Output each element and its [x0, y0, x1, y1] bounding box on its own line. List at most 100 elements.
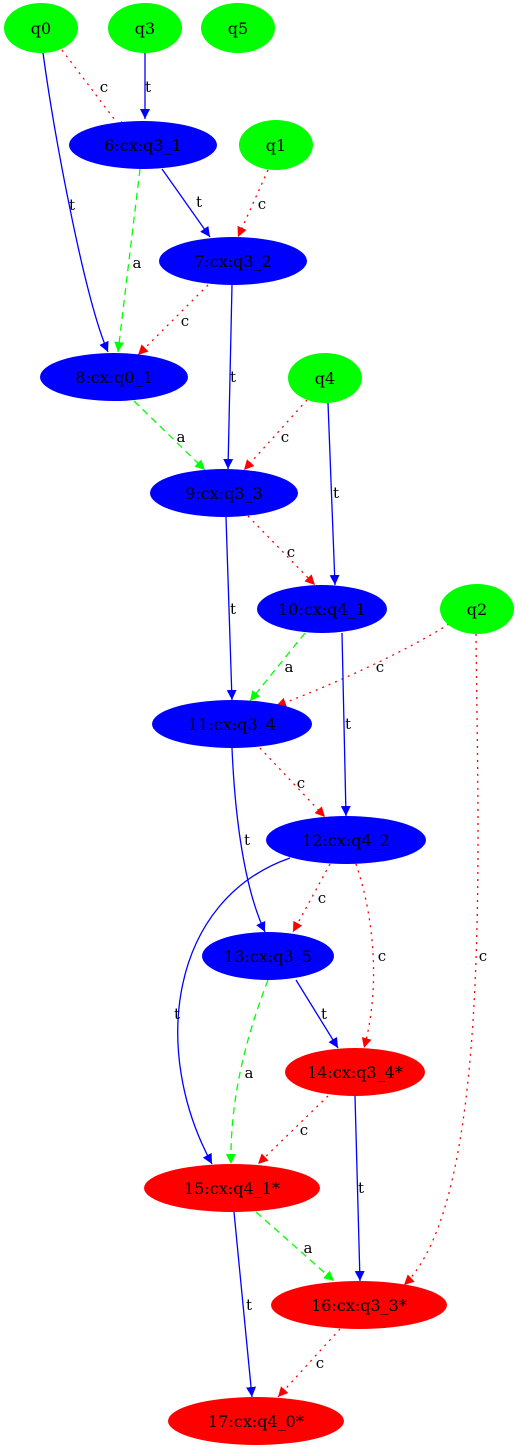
node-n16: 16:cx:q3_3*	[271, 1281, 447, 1329]
node-label: q0	[31, 19, 51, 38]
edge-line	[292, 863, 331, 933]
edge-label: t	[244, 831, 250, 849]
edge-label: t	[69, 196, 75, 214]
edge-label: c	[297, 774, 305, 792]
edge-label: t	[333, 484, 339, 502]
edge-label: c	[376, 658, 384, 676]
node-n9: 9:cx:q3_3	[150, 469, 298, 517]
edge-n9-n10: c	[247, 515, 316, 586]
node-label: q4	[315, 369, 335, 388]
node-n12: 12:cx:q4_2	[266, 816, 426, 864]
edge-line	[354, 1095, 365, 1282]
edge-n6-n7: t	[161, 168, 211, 238]
node-ellipse	[108, 3, 182, 53]
node-ellipse	[257, 585, 387, 633]
nodes-layer: q0 q3 q5 q1 q4 q2 6:cx:q3_1 7:cx:q3_2 8:cx:q0_1 9…	[4, 3, 514, 1445]
edge-label: t	[345, 715, 351, 733]
edge-line	[355, 863, 375, 1049]
edge-n11-n12: c	[259, 747, 326, 818]
node-ellipse	[288, 353, 362, 403]
edge-label: c	[287, 543, 295, 561]
node-q3: q3	[108, 3, 182, 53]
node-n14: 14:cx:q3_4*	[285, 1048, 425, 1096]
edge-line	[61, 49, 125, 133]
node-label: q5	[228, 19, 248, 38]
node-ellipse	[440, 584, 514, 634]
edge-n16-n17: c	[277, 1328, 341, 1398]
node-ellipse	[159, 237, 307, 285]
node-n8: 8:cx:q0_1	[40, 353, 188, 401]
node-ellipse	[271, 1281, 447, 1329]
edge-q2-n16: c	[403, 633, 487, 1286]
edge-label: c	[378, 947, 386, 965]
edge-n10-n12: t	[340, 632, 351, 817]
edge-q0-n8: t	[42, 52, 109, 353]
node-label: 9:cx:q3_3	[185, 484, 263, 503]
edge-n12-n14: c	[355, 863, 386, 1049]
edge-n6-n8: a	[114, 168, 142, 353]
node-label: 13:cx:q3_5	[224, 947, 312, 966]
node-ellipse	[150, 469, 298, 517]
edge-n15-n16: a	[255, 1211, 335, 1282]
node-n11: 11:cx:q3_4	[152, 700, 312, 748]
edge-line	[233, 1211, 257, 1398]
edge-label: c	[281, 428, 289, 446]
node-ellipse	[4, 3, 78, 53]
node-label: 7:cx:q3_2	[194, 252, 272, 271]
edge-n9-n11: t	[225, 516, 237, 701]
edge-line	[255, 1211, 335, 1282]
edge-line	[295, 979, 339, 1049]
edge-label: c	[300, 1121, 308, 1139]
edge-line	[137, 284, 209, 356]
edge-label: t	[230, 600, 236, 618]
edge-label: c	[181, 312, 189, 330]
edge-label: a	[304, 1239, 313, 1257]
edge-line	[237, 169, 269, 238]
edge-line	[249, 632, 306, 702]
edge-label: c	[316, 1354, 324, 1372]
edge-label: c	[479, 947, 487, 965]
edge-n7-n9: t	[223, 284, 236, 470]
edge-q3-n6: t	[140, 53, 151, 119]
edge-q4-n10: t	[327, 402, 340, 586]
node-q2: q2	[440, 584, 514, 634]
edge-line	[275, 623, 450, 708]
edge-label: t	[196, 193, 202, 211]
node-label: 10:cx:q4_1	[278, 600, 366, 619]
edge-n13-n15: a	[225, 979, 269, 1165]
edge-label: t	[230, 368, 236, 386]
edge-label: a	[177, 428, 186, 446]
edge-line	[257, 1095, 329, 1165]
node-ellipse	[201, 3, 275, 53]
node-ellipse	[168, 1397, 344, 1445]
node-label: 6:cx:q3_1	[104, 136, 182, 155]
node-label: 14:cx:q3_4*	[307, 1063, 403, 1082]
edge-line	[327, 402, 340, 586]
node-q1: q1	[239, 120, 313, 170]
node-q4: q4	[288, 353, 362, 403]
node-n10: 10:cx:q4_1	[257, 585, 387, 633]
edge-q1-n7: c	[237, 169, 269, 238]
edge-label: c	[100, 78, 108, 96]
node-label: 17:cx:q4_0*	[208, 1412, 304, 1431]
edge-line	[161, 168, 211, 238]
edge-n12-n13: c	[292, 863, 331, 933]
node-n15: 15:cx:q4_1*	[144, 1164, 320, 1212]
edge-n14-n16: t	[354, 1095, 365, 1282]
edge-line	[42, 52, 109, 353]
node-q0: q0	[4, 3, 78, 53]
edge-n12-n15: t	[174, 857, 291, 1165]
node-ellipse	[202, 932, 334, 980]
node-n13: 13:cx:q3_5	[202, 932, 334, 980]
edge-label: t	[145, 78, 151, 96]
node-ellipse	[266, 816, 426, 864]
node-ellipse	[239, 120, 313, 170]
node-ellipse	[40, 353, 188, 401]
edge-line	[114, 168, 141, 353]
edge-line	[277, 1328, 341, 1398]
edge-q0-n6: c	[61, 49, 125, 133]
node-label: 11:cx:q3_4	[188, 715, 276, 734]
edge-n11-n13: t	[231, 747, 266, 933]
edge-line	[247, 515, 316, 586]
